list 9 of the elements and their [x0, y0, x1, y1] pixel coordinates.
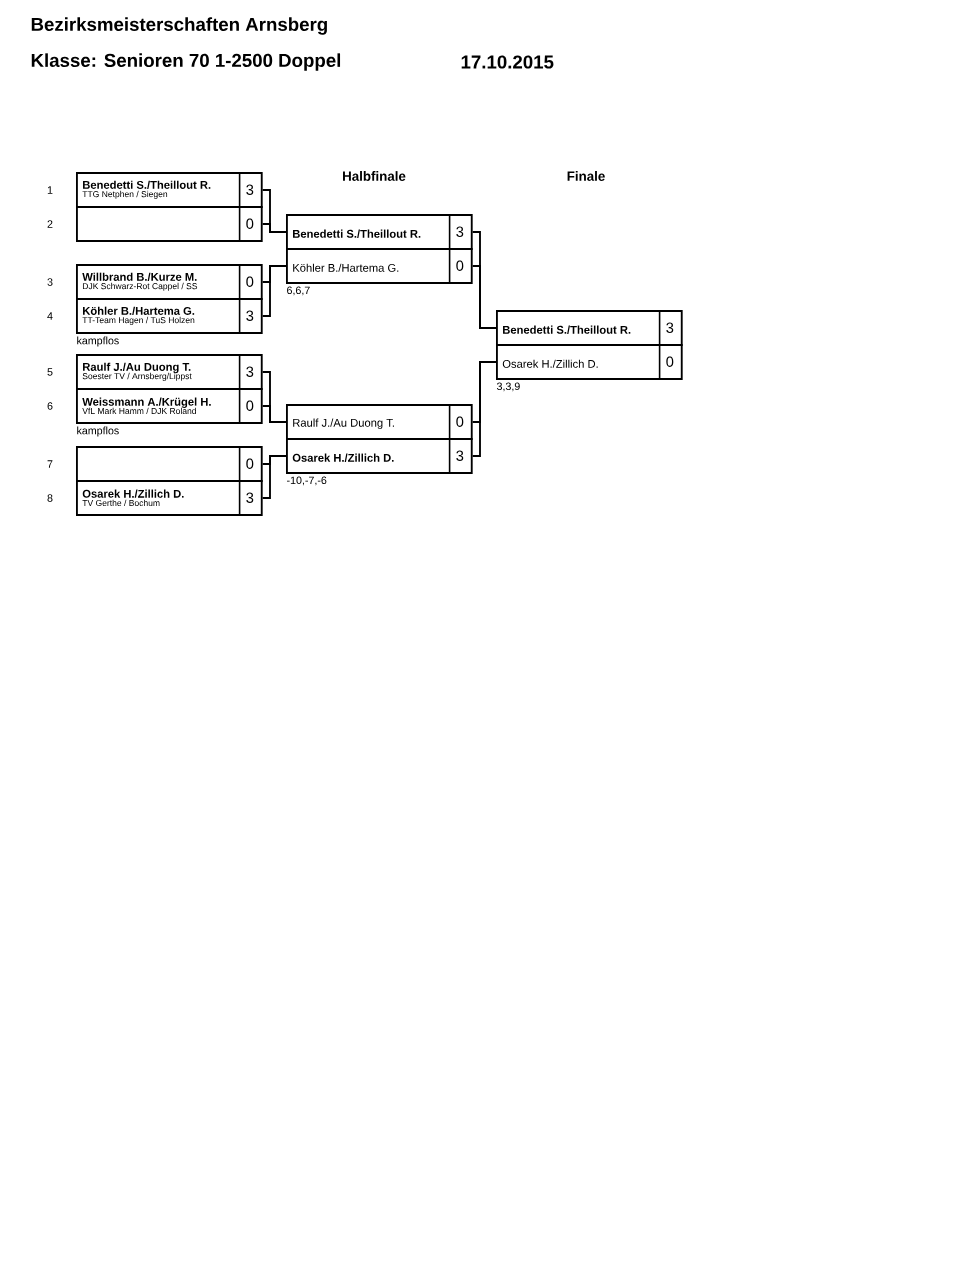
- bracket-line: [471, 265, 497, 329]
- bracket-line: [261, 405, 287, 423]
- bracket-line: [471, 361, 497, 457]
- bracket-line: [261, 265, 287, 317]
- date: 17.10.2015: [461, 55, 554, 69]
- subtitle: Klasse: Senioren 70 1-2500 Doppel: [31, 53, 341, 71]
- bracket-line: [261, 223, 287, 233]
- title: Bezirksmeisterschaften Arnsberg: [31, 17, 327, 35]
- bracket-line: [261, 455, 287, 499]
